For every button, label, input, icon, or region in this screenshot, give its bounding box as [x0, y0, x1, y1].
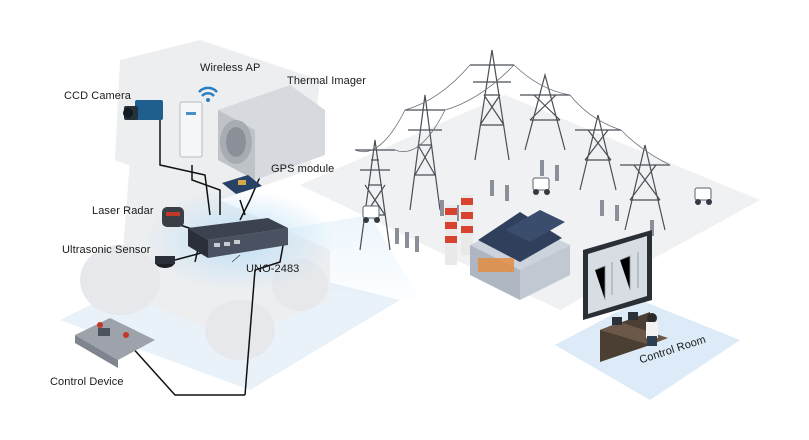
- label-thermal-imager: Thermal Imager: [287, 75, 367, 87]
- patrol-robot: [532, 177, 550, 195]
- ultrasonic-sensor-icon: [155, 256, 175, 268]
- cables: [129, 120, 286, 396]
- control-room: [583, 230, 668, 362]
- ccd-camera-icon: [123, 100, 163, 120]
- control-device-icon: [75, 318, 155, 368]
- label-laser-radar: Laser Radar: [92, 205, 154, 217]
- label-ultrasonic-sensor: Ultrasonic Sensor: [62, 244, 151, 256]
- label-ccd-camera: CCD Camera: [64, 90, 132, 102]
- transmission-tower: [470, 49, 514, 161]
- patrol-robot: [694, 187, 712, 205]
- label-gps-module: GPS module: [271, 163, 335, 175]
- label-uno-2483: UNO-2483: [246, 263, 300, 275]
- chimney: [461, 195, 473, 255]
- transmission-tower: [520, 72, 570, 151]
- transmission-tower: [620, 144, 670, 231]
- power-lines: [354, 64, 671, 166]
- label-wireless-ap: Wireless AP: [200, 62, 261, 74]
- chimney: [445, 205, 457, 265]
- transmission-tower: [575, 114, 621, 191]
- patrol-robot: [362, 205, 380, 223]
- uno-2483-device: [188, 218, 288, 258]
- factory-building: [470, 210, 570, 300]
- control-room-floor: [555, 300, 740, 400]
- thermal-imager-icon: [218, 85, 325, 180]
- gps-module-icon: [222, 175, 262, 194]
- transmission-tower: [405, 94, 445, 211]
- label-control-device: Control Device: [50, 376, 124, 388]
- leader-lines: [231, 254, 241, 263]
- laser-radar-icon: [162, 207, 184, 227]
- wireless-ap-icon: [179, 86, 218, 158]
